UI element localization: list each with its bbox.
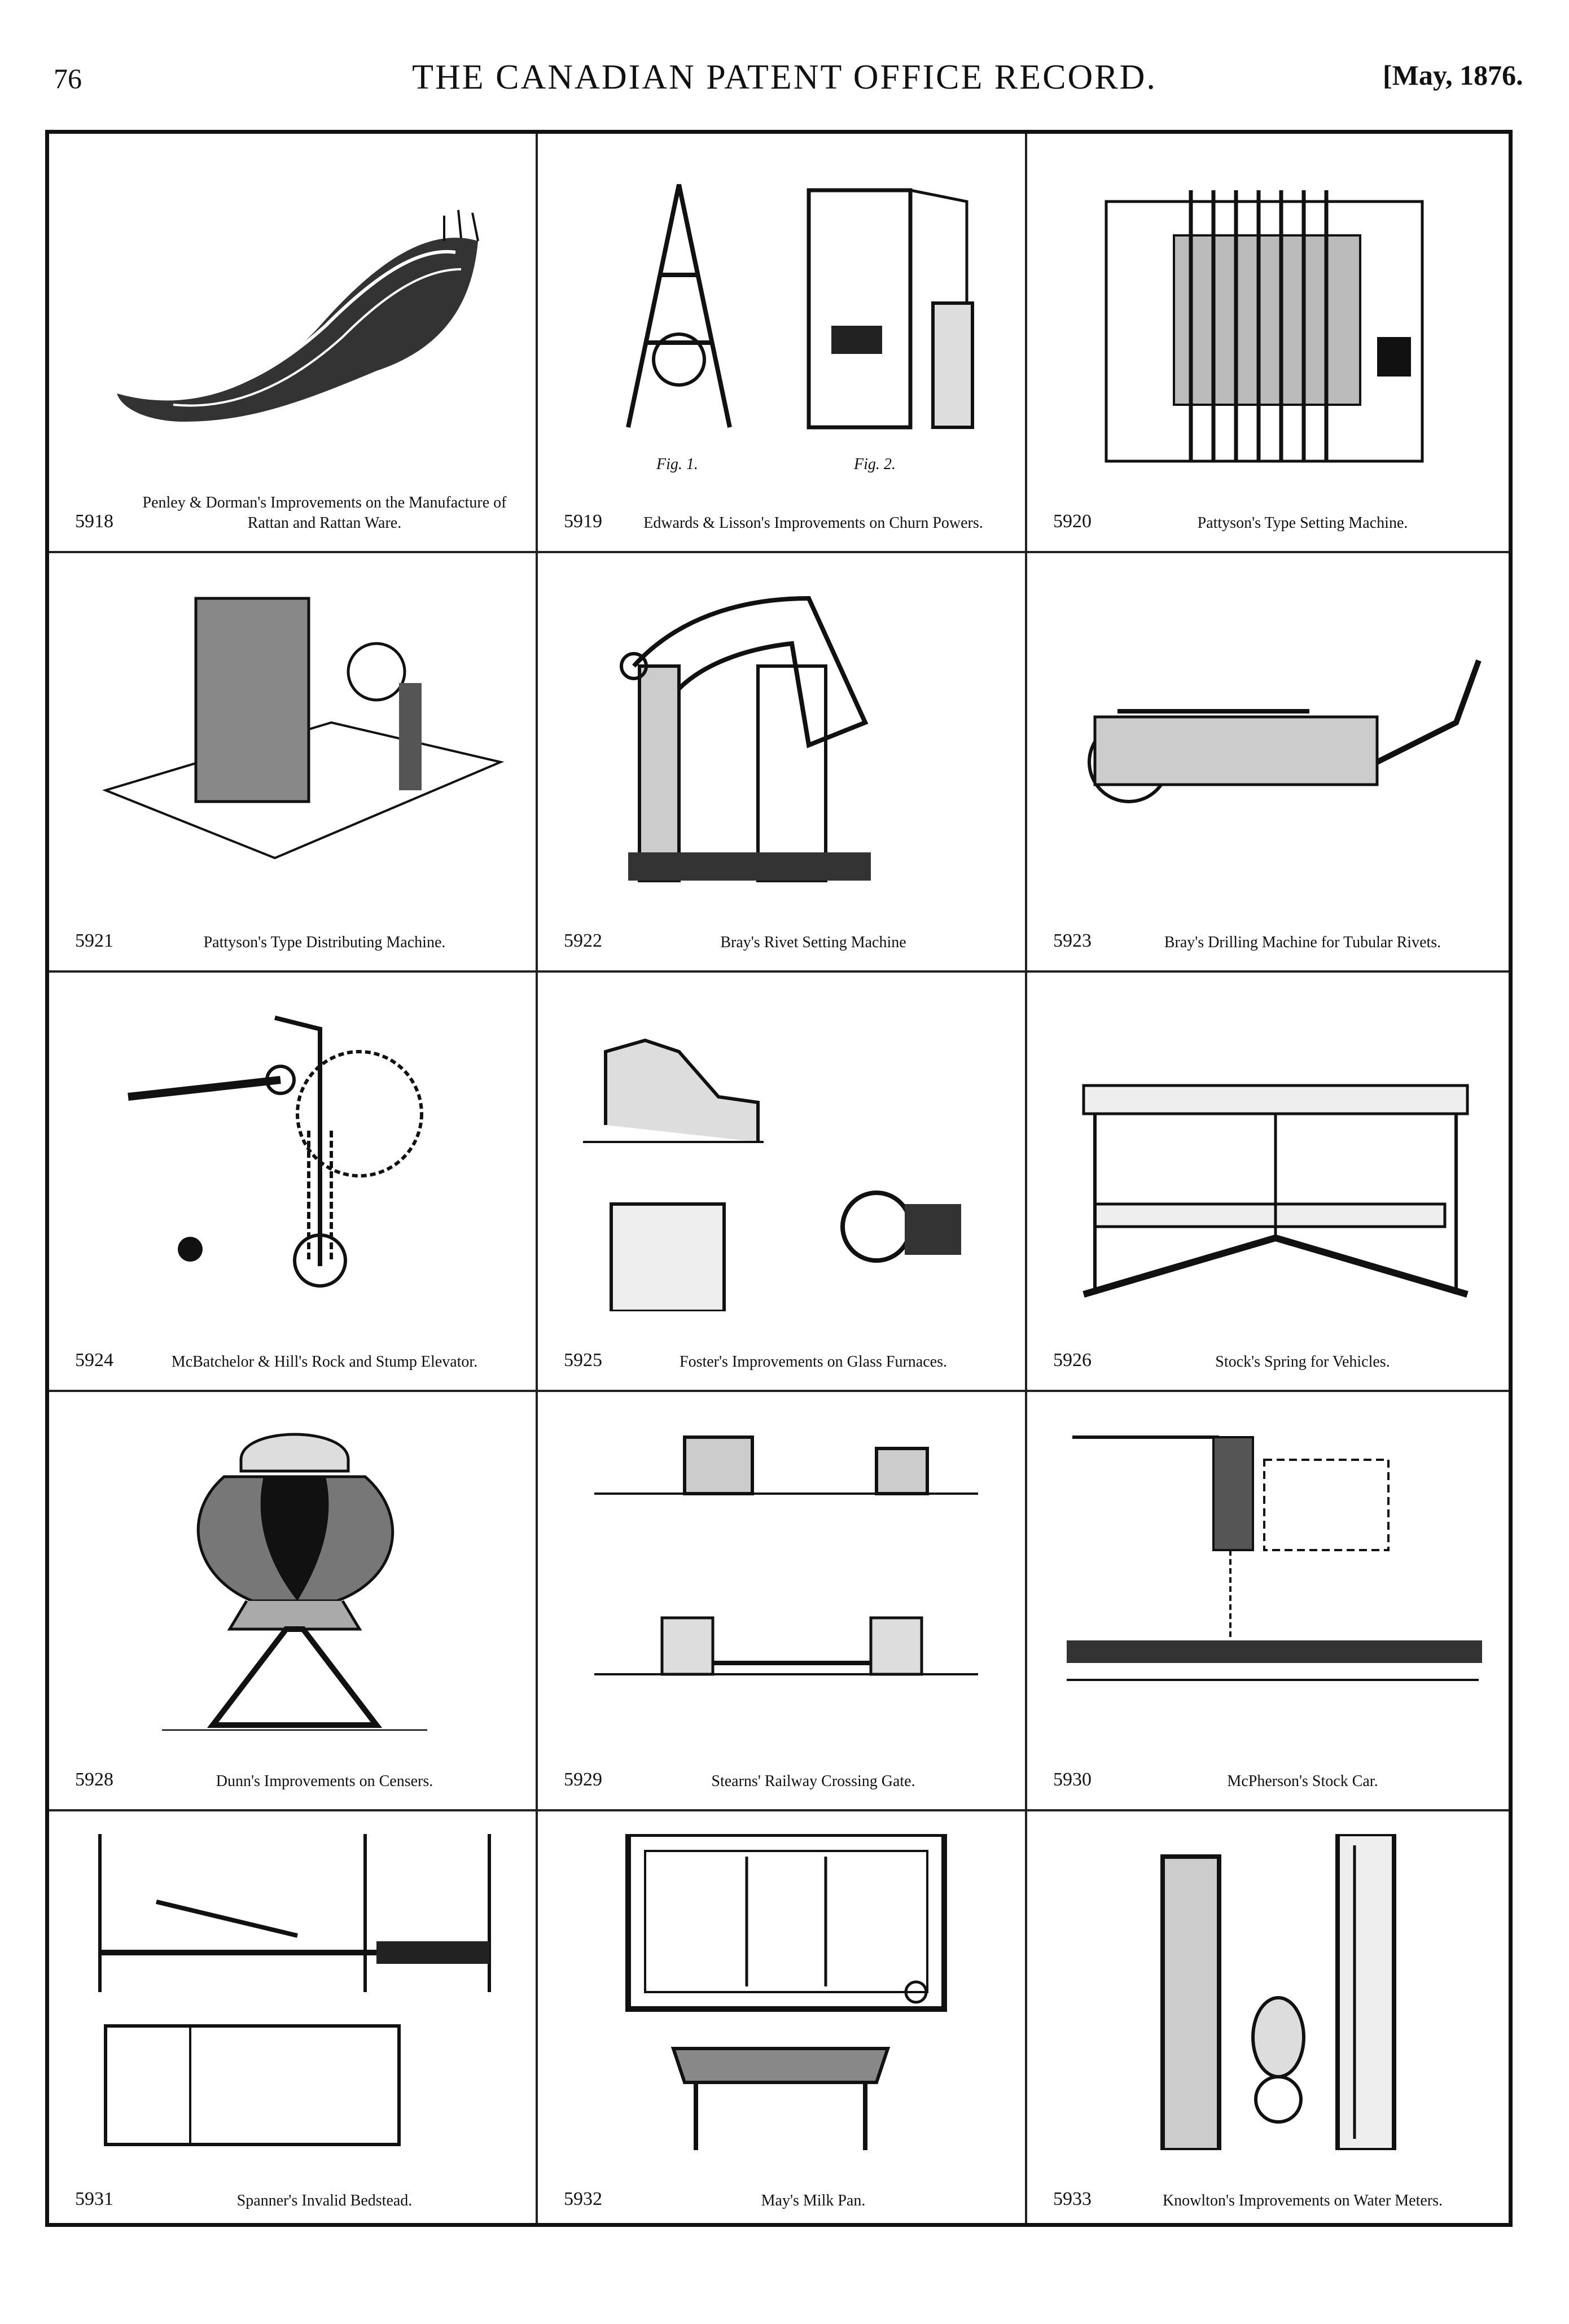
patent-cell-5920: 5920 Pattyson's Type Setting Machine. (1027, 134, 1516, 553)
invalid-bedstead-illustration (83, 1834, 504, 2150)
patent-caption: May's Milk Pan. (761, 2192, 866, 2209)
patent-number: 5932 (564, 2189, 602, 2209)
fig-2-label: Fig. 2. (854, 456, 896, 473)
churn-power-illustration (572, 156, 993, 472)
issue-date: [May, 1876. (1383, 59, 1523, 91)
patent-cell-5933: 5933 Knowlton's Improvements on Water Me… (1027, 1811, 1516, 2230)
stock-car-illustration (1061, 1415, 1484, 1731)
patent-caption: Penley & Dorman's Improvements on the Ma… (142, 494, 507, 532)
patent-number: 5925 (564, 1350, 602, 1371)
milk-pan-illustration (572, 1831, 993, 2150)
page-number: 76 (54, 63, 82, 94)
patent-caption: Pattyson's Type Setting Machine. (1197, 514, 1408, 532)
patent-cell-5930: 5930 McPherson's Stock Car. (1027, 1392, 1516, 1811)
drilling-machine-illustration (1061, 576, 1482, 892)
patent-cell-5926: 5926 Stock's Spring for Vehicles. (1027, 973, 1516, 1391)
type-distributing-machine-illustration (83, 576, 505, 892)
patent-number: 5933 (1053, 2189, 1092, 2209)
patent-caption: Pattyson's Type Distributing Machine. (203, 934, 446, 951)
censer-illustration (83, 1415, 504, 1732)
patent-cell-5919: Fig. 1. Fig. 2. 5919 Edwards & Lisson's … (538, 134, 1027, 553)
patent-number: 5929 (564, 1769, 602, 1790)
patent-caption: Bray's Rivet Setting Machine (720, 934, 906, 951)
patent-caption: Stock's Spring for Vehicles. (1215, 1353, 1390, 1371)
fig-1-label: Fig. 1. (656, 456, 698, 473)
patent-cell-5928: 5928 Dunn's Improvements on Censers. (49, 1392, 538, 1811)
water-meter-illustration (1061, 1832, 1482, 2152)
patent-number: 5922 (564, 930, 602, 951)
patent-number: 5924 (75, 1350, 113, 1371)
vehicle-spring-illustration (1061, 995, 1482, 1311)
patent-number: 5923 (1053, 930, 1092, 951)
patent-cell-5929: 5929 Stearns' Railway Crossing Gate. (538, 1392, 1027, 1811)
patent-caption: Edwards & Lisson's Improvements on Churn… (643, 514, 983, 532)
rattan-basket-illustration (83, 156, 504, 472)
page-title: THE CANADIAN PATENT OFFICE RECORD. (412, 58, 1157, 97)
patent-caption: McBatchelor & Hill's Rock and Stump Elev… (171, 1353, 478, 1371)
patent-cell-5921: 5921 Pattyson's Type Distributing Machin… (49, 553, 538, 972)
type-setting-machine-illustration (1061, 156, 1482, 472)
patent-number: 5921 (75, 930, 113, 951)
rivet-setting-machine-illustration (572, 576, 993, 892)
patent-cell-5922: 5922 Bray's Rivet Setting Machine (538, 553, 1027, 972)
patent-caption: Bray's Drilling Machine for Tubular Rive… (1164, 934, 1441, 951)
patent-cell-5918: 5918 Penley & Dorman's Improvements on t… (49, 134, 538, 553)
patent-number: 5918 (75, 511, 113, 532)
glass-furnace-illustration (572, 995, 993, 1313)
patent-caption: Knowlton's Improvements on Water Meters. (1162, 2192, 1443, 2209)
patent-number: 5919 (564, 511, 602, 532)
patent-number: 5926 (1053, 1350, 1092, 1371)
patent-caption: Foster's Improvements on Glass Furnaces. (680, 1353, 947, 1371)
patent-caption: Dunn's Improvements on Censers. (216, 1772, 433, 1790)
patent-number: 5920 (1053, 511, 1092, 532)
patent-number: 5931 (75, 2189, 113, 2209)
patent-number: 5930 (1053, 1769, 1092, 1790)
patent-number: 5928 (75, 1769, 113, 1790)
patent-caption: Stearns' Railway Crossing Gate. (711, 1772, 915, 1790)
patent-caption: Spanner's Invalid Bedstead. (236, 2192, 413, 2209)
patent-cell-5925: 5925 Foster's Improvements on Glass Furn… (538, 973, 1027, 1391)
patent-caption: McPherson's Stock Car. (1227, 1772, 1378, 1790)
patent-figure-grid: 5918 Penley & Dorman's Improvements on t… (45, 130, 1513, 2227)
patent-cell-5924: 5924 McBatchelor & Hill's Rock and Stump… (49, 973, 538, 1391)
crossing-gate-illustration (572, 1415, 993, 1731)
patent-cell-5932: 5932 May's Milk Pan. (538, 1811, 1027, 2230)
stump-elevator-illustration (83, 995, 504, 1311)
page-header: 76 THE CANADIAN PATENT OFFICE RECORD. [M… (0, 58, 1569, 107)
patent-cell-5931: 5931 Spanner's Invalid Bedstead. (49, 1811, 538, 2230)
patent-cell-5923: 5923 Bray's Drilling Machine for Tubular… (1027, 553, 1516, 972)
